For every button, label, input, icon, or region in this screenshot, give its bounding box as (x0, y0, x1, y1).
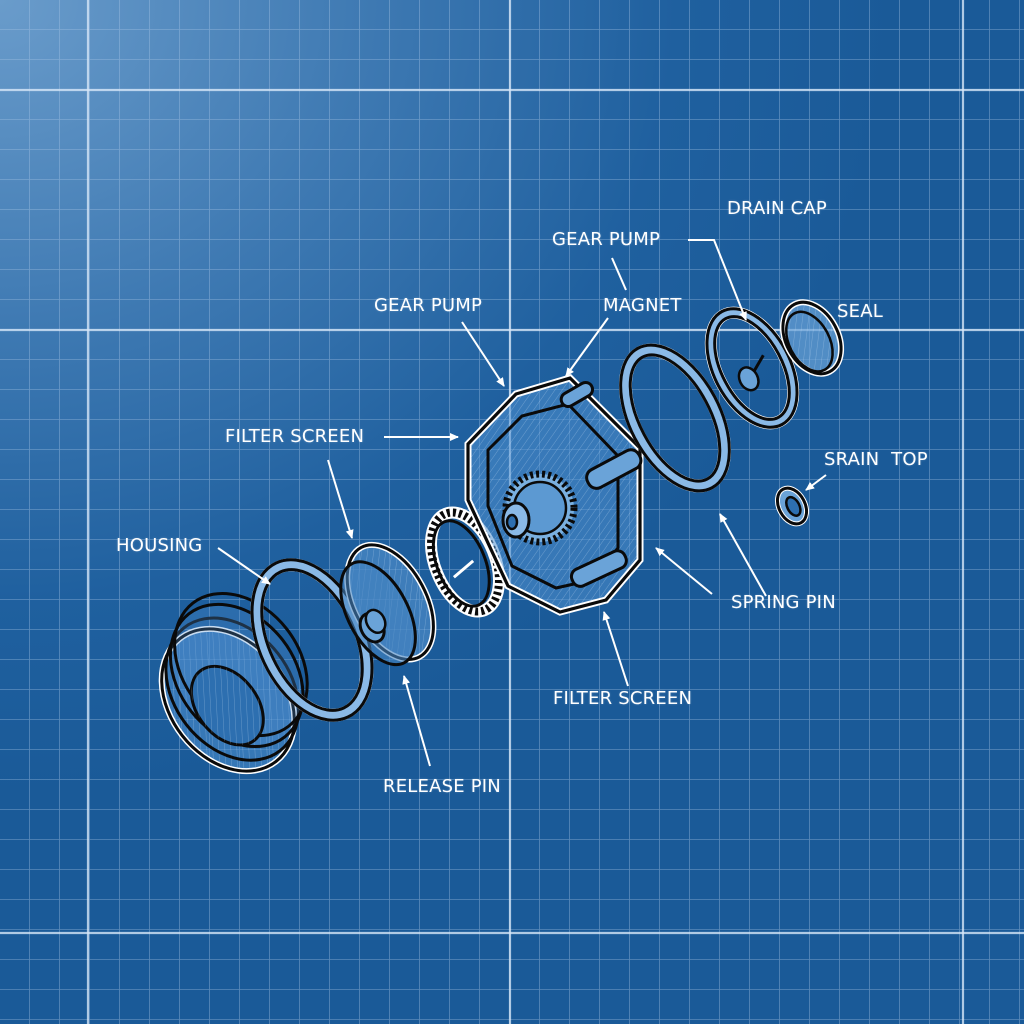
o-ring-medium (618, 343, 732, 493)
label-release-pin: RELEASE PIN (383, 776, 501, 797)
label-gear-pump-top: GEAR PUMP (552, 229, 661, 250)
leader-lines (217, 239, 827, 767)
label-gear-pump-left: GEAR PUMP (374, 295, 483, 316)
label-spring-pin: SPRING PIN (731, 592, 836, 613)
gear-pump-body (464, 374, 644, 616)
small-washer (774, 485, 810, 527)
label-seal: SEAL (837, 301, 883, 322)
label-drain-cap: DRAIN CAP (727, 198, 827, 219)
filter-cup (339, 541, 437, 667)
label-magnet: MAGNET (603, 295, 682, 316)
label-filter-screen-bottom: FILTER SCREEN (553, 688, 693, 709)
magnet-ring (704, 306, 800, 430)
seal-cap (779, 299, 845, 377)
label-srain-top: SRAIN TOP (824, 449, 928, 470)
label-filter-screen-left: FILTER SCREEN (225, 426, 365, 447)
label-housing: HOUSING (116, 535, 203, 556)
